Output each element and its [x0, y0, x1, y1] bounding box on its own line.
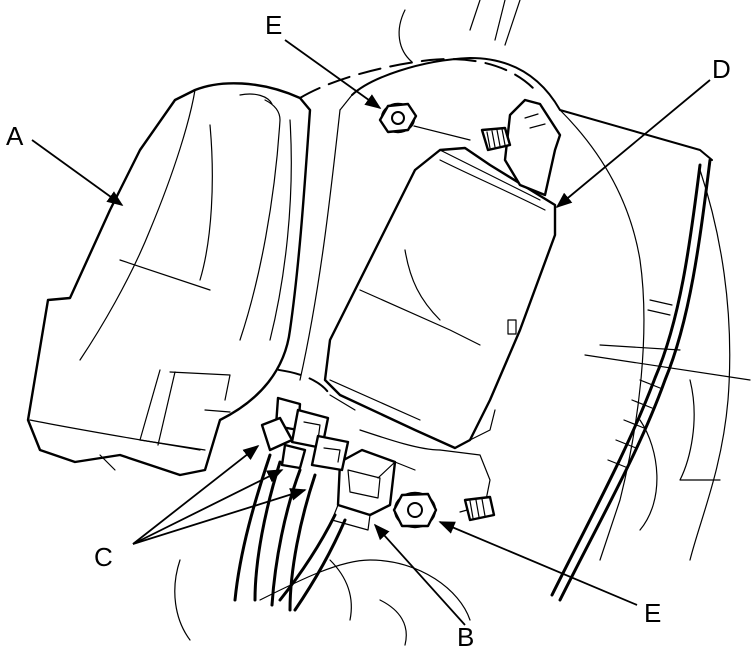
nut-e-top	[378, 102, 512, 152]
control-unit-d	[323, 98, 562, 450]
callout-c: C	[94, 542, 113, 572]
leader-line-a	[31, 139, 124, 206]
leader-line-d	[555, 79, 711, 209]
leader-line-b	[373, 523, 466, 626]
leader-line-c-1	[132, 445, 260, 545]
callout-d: D	[712, 54, 731, 84]
callout-e-top: E	[265, 10, 282, 40]
connector-b	[331, 448, 416, 531]
cover-position-outline	[299, 58, 536, 99]
cover-a	[26, 82, 312, 477]
mounting-bracket	[174, 0, 751, 646]
callout-b: B	[457, 622, 474, 650]
leader-line-e-bottom	[438, 521, 638, 606]
callout-e-bottom: E	[644, 598, 661, 628]
leader-lines	[31, 39, 711, 626]
leader-line-e-top	[284, 39, 382, 109]
bolt-e-bottom	[392, 491, 496, 529]
callout-a: A	[6, 121, 24, 151]
leader-line-c-3	[132, 488, 307, 545]
leader-line-c-2	[132, 469, 284, 545]
connectors-c	[260, 396, 350, 472]
